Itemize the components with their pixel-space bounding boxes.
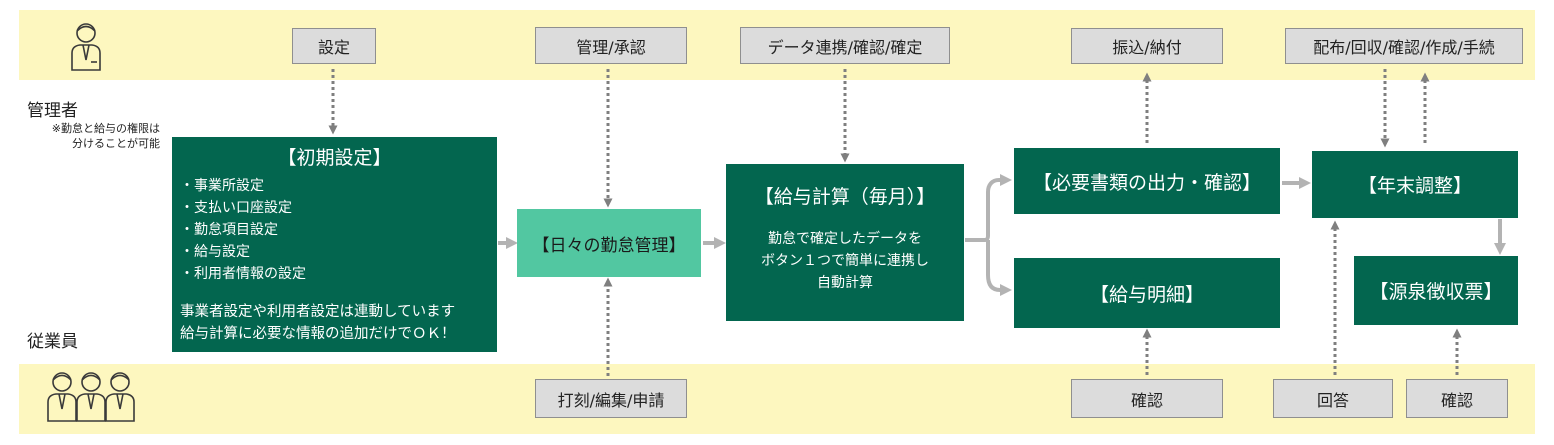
payroll-description: 勤怠で確定したデータを ボタン１つで簡単に連携し 自動計算 <box>726 228 964 294</box>
daily-attendance-box: 【日々の勤怠管理】 <box>517 209 701 277</box>
initial-settings-item: ・勤怠項目設定 <box>180 222 278 238</box>
footer-line-1: 事業者設定や利用者設定は連動しています <box>180 304 456 320</box>
payroll-desc-line: 勤怠で確定したデータを <box>768 231 922 247</box>
note-line-1: ※勤怠と給与の権限は <box>51 122 160 135</box>
year-end-adjustment-box: 【年末調整】 <box>1312 151 1518 218</box>
initial-settings-box: 【初期設定】 ・事業所設定 ・支払い口座設定 ・勤怠項目設定 ・給与設定 ・利用… <box>172 137 497 352</box>
footer-line-2: 給与計算に必要な情報の追加だけでＯＫ！ <box>180 326 456 342</box>
manager-label: 管理者 <box>27 101 78 121</box>
payroll-calculation-box: 【給与計算（毎月）】 勤怠で確定したデータを ボタン１つで簡単に連携し 自動計算 <box>726 164 964 321</box>
data-link-action: データ連携/確認/確定 <box>740 27 950 64</box>
initial-settings-footer: 事業者設定や利用者設定は連動しています 給与計算に必要な情報の追加だけでＯＫ！ <box>180 301 497 345</box>
note-line-2: 分けることが可能 <box>72 137 160 150</box>
manager-person-icon <box>71 23 101 71</box>
initial-settings-item: ・利用者情報の設定 <box>180 266 306 282</box>
manage-approve-action: 管理/承認 <box>535 27 687 64</box>
initial-settings-title: 【初期設定】 <box>277 147 392 169</box>
initial-settings-item: ・支払い口座設定 <box>180 200 292 216</box>
withholding-confirm-action: 確認 <box>1406 379 1508 418</box>
payroll-title: 【給与計算（毎月）】 <box>754 186 936 208</box>
manager-permission-note: ※勤怠と給与の権限は 分けることが可能 <box>52 121 160 151</box>
action-arrows <box>328 69 1462 376</box>
setup-action: 設定 <box>292 28 376 64</box>
distribute-collect-action: 配布/回収/確認/作成/手続 <box>1285 28 1523 64</box>
flow-arrows <box>498 174 1506 296</box>
payslip-confirm-action: 確認 <box>1071 379 1223 418</box>
payroll-desc-line: ボタン１つで簡単に連携し <box>761 253 929 269</box>
initial-settings-item: ・事業所設定 <box>180 178 264 194</box>
withholding-slip-box: 【源泉徴収票】 <box>1354 256 1518 325</box>
documents-output-box: 【必要書類の出力・確認】 <box>1014 148 1280 214</box>
transfer-payment-action: 振込/納付 <box>1071 28 1223 64</box>
initial-settings-item: ・給与設定 <box>180 244 250 260</box>
employee-label: 従業員 <box>27 332 78 352</box>
payslip-box: 【給与明細】 <box>1014 258 1280 328</box>
payroll-desc-line: 自動計算 <box>817 275 873 291</box>
answer-action: 回答 <box>1273 379 1393 418</box>
employee-group-icon <box>47 372 135 422</box>
clock-edit-request-action: 打刻/編集/申請 <box>535 379 687 418</box>
